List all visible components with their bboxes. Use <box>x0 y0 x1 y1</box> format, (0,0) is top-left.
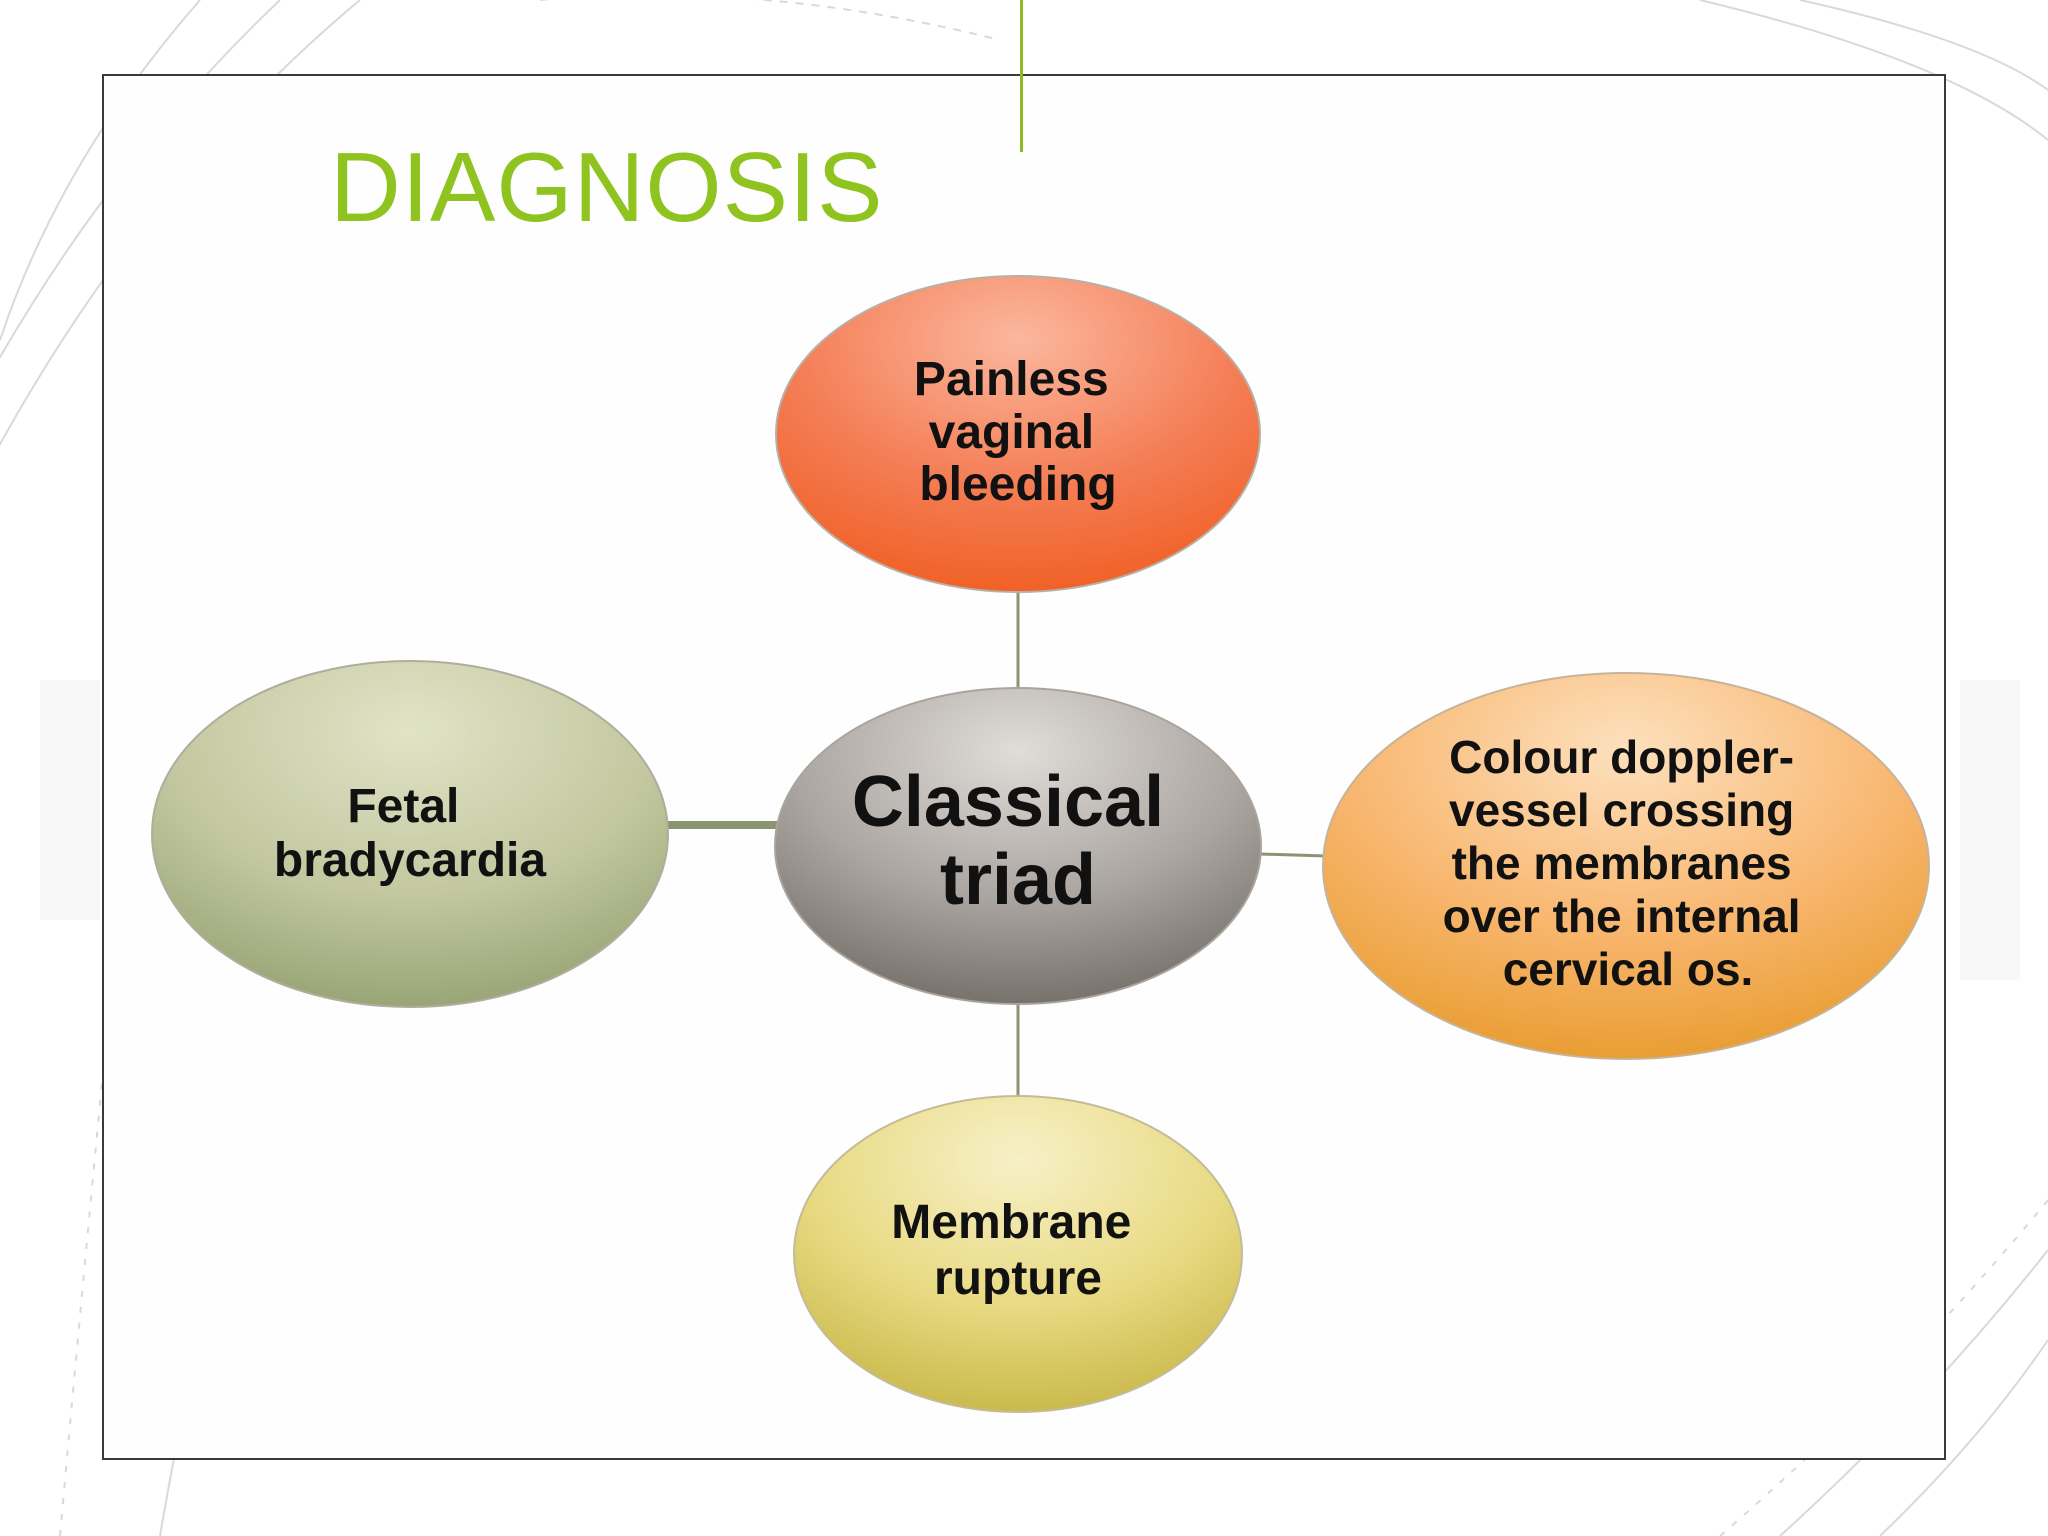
bg-arc <box>1699 0 2048 141</box>
node-bottom-line: rupture <box>934 1252 1102 1305</box>
node-right-line: Colour doppler- <box>1449 731 1794 783</box>
node-bottom-ellipse <box>793 1095 1243 1413</box>
node-left-ellipse <box>151 660 669 1008</box>
svg-text:Fetal bradycardia: Fetal bradycardia <box>274 780 546 887</box>
node-top-line: bleeding <box>919 458 1116 511</box>
bg-arc <box>1799 0 2048 91</box>
node-center: Classical triad <box>774 687 1262 1005</box>
node-left-line: Fetal <box>347 780 459 833</box>
bg-arc <box>1879 1339 2048 1536</box>
svg-text:Painless vaginal: Painless vaginal bleeding <box>914 353 1122 511</box>
node-center-ellipse <box>774 687 1262 1005</box>
bg-arc <box>0 0 201 341</box>
connectors <box>666 590 1327 1100</box>
connector-right <box>1259 852 1327 858</box>
node-bottom-line: Membrane <box>891 1196 1131 1249</box>
node-right-line: over the internal <box>1443 890 1801 942</box>
svg-text:Colour doppler- vessel: Colour doppler- vessel crossing the memb… <box>1443 731 1814 995</box>
node-top: Painless vaginal bleeding <box>775 275 1261 593</box>
node-bottom: Membrane rupture <box>793 1095 1243 1413</box>
bg-block <box>40 680 100 920</box>
node-right: Colour doppler- vessel crossing the memb… <box>1322 672 1930 1060</box>
node-left: Fetal bradycardia <box>151 660 669 1008</box>
node-left-line: bradycardia <box>274 834 546 887</box>
svg-text:Classical triad: Classical triad <box>852 762 1184 920</box>
node-center-line: Classical <box>852 762 1164 842</box>
node-top-line: vaginal <box>929 406 1094 459</box>
node-right-line: vessel crossing <box>1449 784 1794 836</box>
node-top-ellipse <box>775 275 1261 593</box>
svg-text:Membrane rupture: Membrane rupture <box>891 1196 1144 1305</box>
node-center-line: triad <box>940 840 1096 920</box>
bg-arc <box>1719 1199 2048 1536</box>
node-right-ellipse <box>1322 672 1930 1060</box>
accent-line <box>1020 0 1023 152</box>
bg-block <box>1960 680 2020 980</box>
node-right-line: the membranes <box>1452 837 1792 889</box>
slide-title: DIAGNOSIS <box>330 132 884 242</box>
node-top-line: Painless <box>914 353 1109 406</box>
node-right-line: cervical os. <box>1503 943 1754 995</box>
